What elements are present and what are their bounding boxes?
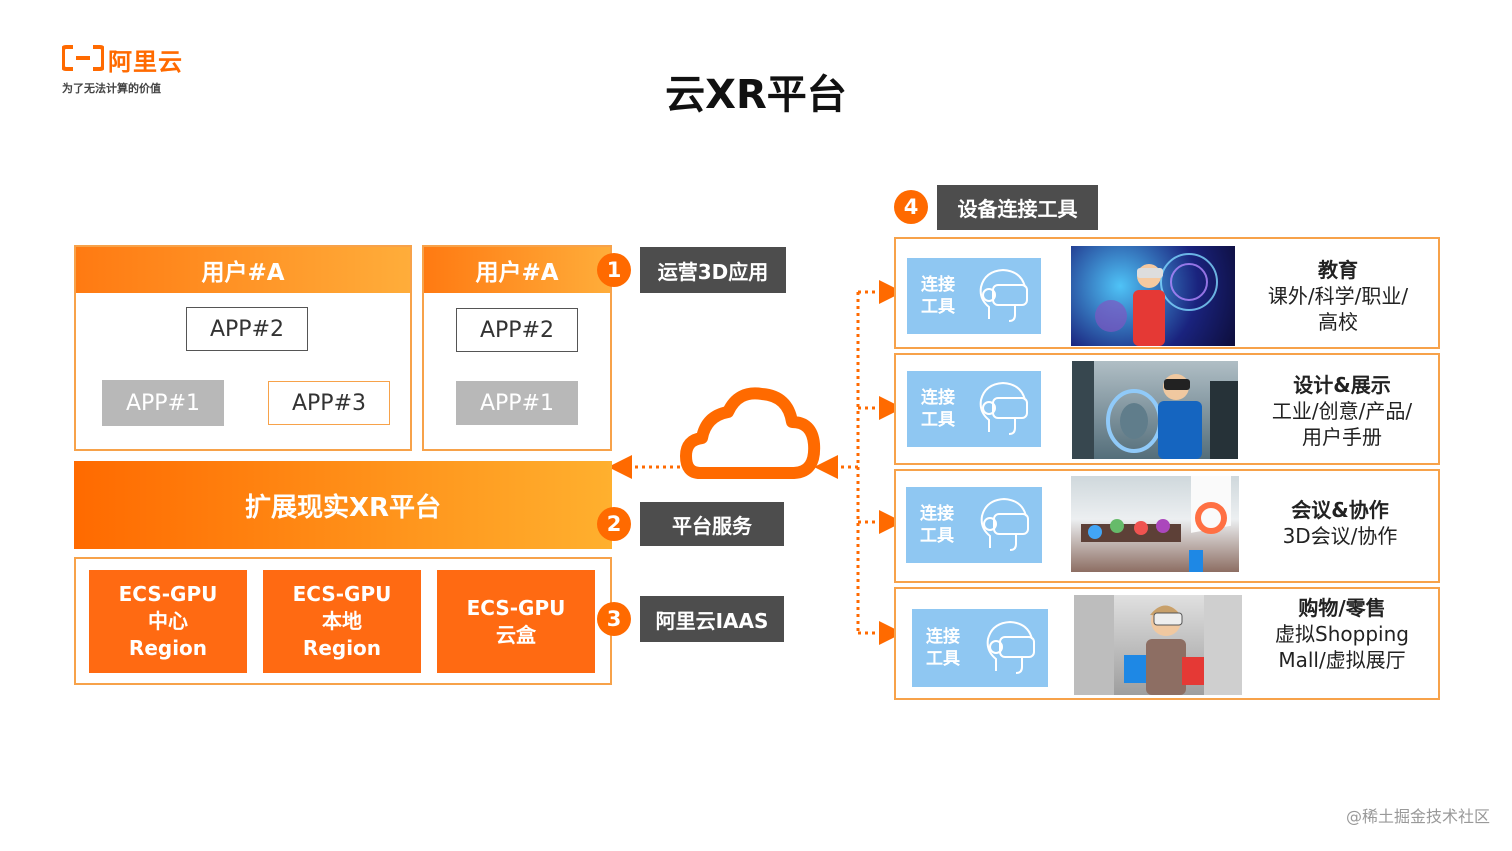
vr-headset-icon <box>979 268 1028 322</box>
vr-headset-icon <box>979 381 1028 435</box>
layer-number-badge: 2 <box>597 507 631 541</box>
scenario-text: 购物/零售 虚拟Shopping Mall/虚拟展厅 <box>1250 595 1434 673</box>
watermark: @稀土掘金技术社区 <box>1345 807 1490 826</box>
brand-logo-text: 阿里云 <box>108 48 183 76</box>
connector-tool: 连接 工具 <box>912 609 1048 687</box>
user-box-1: 用户#A APP#2 APP#1 APP#3 <box>74 245 412 451</box>
scenario-row-shopping: 连接 工具 购物/零售 虚拟Shopping Mall/虚拟展厅 <box>894 587 1440 700</box>
shopping-image <box>1074 595 1242 695</box>
user-header: 用户#A <box>424 247 610 293</box>
vr-headset-icon <box>986 620 1035 674</box>
scenario-row-meeting: 连接 工具 会议&协作 3D会议/协作 <box>894 469 1440 583</box>
layer-number-badge: 1 <box>597 253 631 287</box>
layer-tag: 阿里云IAAS <box>640 596 784 642</box>
vr-student-figure <box>1095 253 1218 346</box>
user-box-2: 用户#A APP#2 APP#1 <box>422 245 612 451</box>
engineer-vr-figure <box>1072 361 1238 459</box>
layer-tag: 运营3D应用 <box>640 247 786 293</box>
vr-headset-icon <box>980 497 1029 551</box>
brand-slogan: 为了无法计算的价值 <box>62 82 161 95</box>
scenario-title: 购物/零售 <box>1298 596 1386 620</box>
connector-label: 连接 工具 <box>926 627 960 669</box>
scenario-row-education: 连接 工具 教育 课外/科学/职业/ 高校 <box>894 237 1440 349</box>
app-box: APP#2 <box>456 308 578 352</box>
user-header: 用户#A <box>76 247 410 293</box>
app-box: APP#1 <box>102 380 224 426</box>
connector-label: 连接 工具 <box>921 388 955 430</box>
app-box: APP#3 <box>268 381 390 425</box>
connector-tool: 连接 工具 <box>907 371 1041 447</box>
scenario-title: 教育 <box>1318 258 1358 282</box>
aliyun-logo-icon <box>62 45 104 71</box>
connector-label: 连接 工具 <box>920 504 954 546</box>
connector-label: 连接 工具 <box>921 275 955 317</box>
app-box: APP#1 <box>456 381 578 425</box>
meeting-image <box>1071 476 1239 572</box>
connector-tool: 连接 工具 <box>906 487 1042 563</box>
ecs-gpu-box: ECS-GPU 云盒 <box>437 570 595 673</box>
scenario-title: 会议&协作 <box>1291 498 1389 522</box>
ecs-gpu-box: ECS-GPU 中心 Region <box>89 570 247 673</box>
scenario-desc: 课外/科学/职业/ 高校 <box>1267 284 1409 334</box>
app-box: APP#2 <box>186 307 308 351</box>
iaas-box: ECS-GPU 中心 Region ECS-GPU 本地 Region ECS-… <box>74 557 612 685</box>
scenario-row-design: 连接 工具 设计&展示 工业/创意/产品/ 用户手册 <box>894 353 1440 465</box>
scenario-desc: 工业/创意/产品/ 用户手册 <box>1271 399 1413 449</box>
scenario-desc: 3D会议/协作 <box>1282 524 1398 548</box>
ecs-gpu-box: ECS-GPU 本地 Region <box>263 570 421 673</box>
scenario-text: 教育 课外/科学/职业/ 高校 <box>1246 257 1430 335</box>
layer-number-badge: 3 <box>597 602 631 636</box>
connector-tool: 连接 工具 <box>907 258 1041 334</box>
layer-tag: 设备连接工具 <box>937 185 1098 230</box>
shopper-vr-figure <box>1074 595 1242 695</box>
cloud-connections <box>612 280 897 645</box>
layer-number-badge: 4 <box>894 190 928 224</box>
scenario-text: 设计&展示 工业/创意/产品/ 用户手册 <box>1250 372 1434 450</box>
cloud-icon <box>680 387 821 479</box>
virtual-meeting-scene <box>1081 476 1231 572</box>
scenario-title: 设计&展示 <box>1293 373 1391 397</box>
scenario-text: 会议&协作 3D会议/协作 <box>1248 497 1432 549</box>
layer-tag: 平台服务 <box>640 502 784 546</box>
scenario-desc: 虚拟Shopping Mall/虚拟展厅 <box>1275 622 1409 672</box>
education-image <box>1071 246 1235 346</box>
xr-platform-bar: 扩展现实XR平台 <box>74 461 612 549</box>
design-image <box>1072 361 1238 459</box>
page-title: 云XR平台 <box>665 72 847 118</box>
